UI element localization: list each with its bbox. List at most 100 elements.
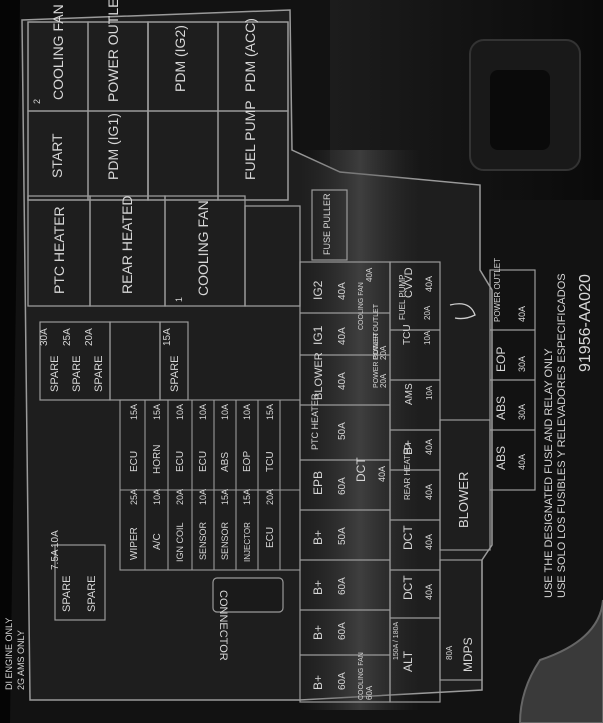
- mini-fuse-label: IGN COIL: [175, 522, 185, 562]
- mini-fuse-amp: 25A: [129, 489, 139, 505]
- relay-label: COOLING FAN: [195, 200, 211, 296]
- left-edge-shadow: [0, 0, 20, 723]
- mini-fuse-amp: 20A: [265, 489, 275, 505]
- lower-fuse-amp: 80A: [445, 645, 454, 660]
- mini-fuse-amp: 15A: [129, 404, 139, 420]
- mini-fuse-label: ABS: [220, 452, 231, 472]
- mini-fuse-amp: 20A: [175, 489, 185, 505]
- mini-fuse-label: SENSOR: [198, 521, 208, 560]
- small-fuse-amp: 40A: [365, 267, 374, 282]
- lower-fuse-amp: 40A: [424, 439, 434, 455]
- lower-fuse-label: DCT: [401, 575, 415, 600]
- small-fuse-label: POWER OUTLET: [373, 303, 380, 360]
- mini-fuse-amp: 10A: [175, 404, 185, 420]
- mini-fuse-label: HORN: [152, 445, 163, 474]
- connector-label: CONNECTOR: [217, 590, 229, 661]
- multi-fuse-label: PTC HEATER: [310, 393, 320, 450]
- bottom-fuse-label: POWER OUTLET: [493, 258, 502, 322]
- multi-fuse-amp: 40A: [337, 282, 348, 300]
- relay-label: PDM (IG1): [105, 113, 121, 180]
- bottom-fuse-amp: 30A: [517, 356, 527, 372]
- bottom-fuse-amp: 40A: [517, 454, 527, 470]
- lower-fuse-label: ALT: [401, 650, 415, 672]
- lower-right-ring: [518, 599, 603, 723]
- mini-fuse-label: ECU: [265, 527, 276, 548]
- multi-fuse-amp: 60A: [337, 577, 348, 595]
- multi-fuse-amp: 60A: [337, 622, 348, 640]
- lower-fuse-amp: 40A: [424, 534, 434, 550]
- lower-fuse-amp: 20A: [423, 305, 432, 320]
- small-fuse-label: POWER OUTLET: [373, 331, 380, 388]
- lower-fuse-amp: 40A: [424, 484, 434, 500]
- relay-label: PDM (IG2): [172, 25, 188, 92]
- spare-amp: 30A: [39, 328, 50, 346]
- mini-fuse-label: ECU: [198, 451, 209, 472]
- lower-fuse-label: AMS: [404, 383, 415, 405]
- spare-amp: 20A: [84, 328, 95, 346]
- mini-fuse-label: TCU: [265, 451, 276, 472]
- multi-fuse-label: B+: [311, 580, 325, 595]
- mini-fuse-grid: [119, 399, 301, 571]
- multi-fuse-amp: 60A: [337, 477, 348, 495]
- mini-fuse-label: EOP: [242, 451, 253, 472]
- mini-fuse-label: A/C: [152, 533, 163, 550]
- lower-fuse-amp: 10A: [425, 385, 434, 400]
- multi-fuse-label: EPB: [311, 471, 325, 495]
- lower-fuse-amp: 150A / 180A: [393, 622, 400, 660]
- mini-fuse-label: WIPER: [129, 527, 140, 560]
- relay-label: COOLING FAN: [50, 4, 66, 100]
- engine-note-1: DI ENGINE ONLY: [4, 618, 14, 690]
- bottom-fuse-label: EOP: [494, 347, 508, 372]
- relay-grid: [27, 21, 301, 307]
- mini-fuse-amp: 15A: [152, 404, 162, 420]
- lower-fuse-label: CVVD: [403, 267, 415, 298]
- relay-label: PTC HEATER: [51, 206, 67, 294]
- mini-fuse-amp: 15A: [265, 404, 275, 420]
- lower-fuse-amp: 40A: [424, 584, 434, 600]
- spare-label: SPARE: [61, 576, 73, 612]
- small-fuse-amp: 20A: [379, 345, 388, 360]
- multi-fuse-amp: 40A: [337, 327, 348, 345]
- mini-fuse-amp: 10A: [220, 404, 230, 420]
- multi-fuse-label: IG1: [311, 325, 325, 345]
- notice-spanish: USE SOLO LOS FUSIBLES Y RELEVADORES ESPE…: [556, 273, 568, 598]
- mini-fuse-amp: 10A: [242, 404, 252, 420]
- scratch-mark: [449, 303, 476, 320]
- lower-fuse-amp: 10A: [423, 330, 432, 345]
- lower-fuse-label: MDPS: [461, 637, 475, 672]
- spare-blocks: [39, 321, 189, 621]
- small-fuse-amp: 60A: [365, 685, 374, 700]
- multi-fuse-grid: [299, 189, 536, 703]
- spare-amp: 7.5A: [50, 549, 61, 570]
- lower-fuse-label: TCU: [402, 324, 413, 345]
- multi-fuse-label: B+: [311, 625, 325, 640]
- part-number: 91956-AA020: [577, 274, 594, 372]
- relay-number: 2: [32, 99, 42, 104]
- lower-fuse-label: DCT: [401, 525, 415, 550]
- spare-amp: 10A: [50, 530, 61, 548]
- bottom-fuse-amp: 40A: [517, 306, 527, 322]
- mini-fuse-amp: 10A: [152, 489, 162, 505]
- relay-number: 1: [174, 297, 184, 302]
- multi-fuse-amp: 40A: [337, 372, 348, 390]
- engine-note-2: 2G AMS ONLY: [16, 630, 26, 690]
- bottom-fuse-label: ABS: [494, 396, 508, 420]
- lower-fuse-amp: 40A: [424, 276, 434, 292]
- spare-label: SPARE: [71, 356, 83, 392]
- spare-amp: 15A: [162, 328, 173, 346]
- fuse-puller-label: FUSE PULLER: [322, 193, 332, 255]
- spare-label: SPARE: [93, 356, 105, 392]
- lower-fuse-label: REAR HEATED: [403, 443, 412, 500]
- mini-fuse-amp: 15A: [220, 489, 230, 505]
- multi-fuse-label: B+: [311, 675, 325, 690]
- mini-fuse-amp: 10A: [198, 489, 208, 505]
- small-fuse-label: COOLING FAN: [358, 282, 365, 330]
- mini-fuse-amp: 15A: [242, 489, 252, 505]
- multi-fuse-amp: 50A: [337, 527, 348, 545]
- lower-fuse-label: FUEL PUMP: [398, 275, 407, 321]
- relay-label: POWER OUTLET: [105, 0, 121, 102]
- mini-fuse-label: SENSOR: [220, 521, 230, 560]
- bottom-fuse-label: ABS: [494, 446, 508, 470]
